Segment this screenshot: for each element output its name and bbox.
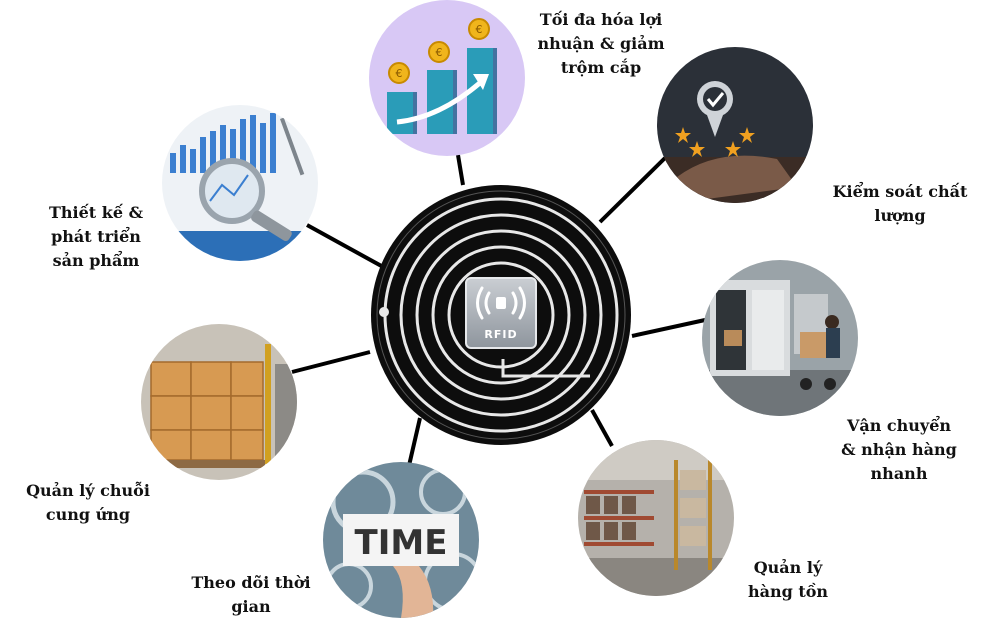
delivery-van-icon [702,260,858,416]
connector-shipping [631,318,706,338]
svg-text:€: € [436,46,443,59]
connector-inventory [590,409,614,447]
magnifier-chart-icon [162,105,318,261]
warehouse-icon [578,440,734,596]
node-inventory-image [578,440,734,596]
label-profit: Tối đa hóa lợi nhuận & giảm trộm cắp [537,10,665,77]
label-design: Thiết kế & phát triển sản phẩm [48,203,144,270]
euro-growth-chart-icon: € € € [369,0,525,156]
connector-quality [598,156,667,224]
svg-text:€: € [476,23,483,36]
connector-supply [291,350,371,374]
rfid-chip: RFID [465,277,537,349]
node-profit-image: € € € [369,0,525,156]
svg-text:€: € [396,67,403,80]
node-time-image: TIME [323,462,479,618]
label-shipping: Vận chuyển & nhận hàng nhanh [841,416,957,483]
label-inventory: Quản lý hàng tồn [747,558,829,601]
node-design-image [162,105,318,261]
node-shipping-image [702,260,858,416]
connector-profit [456,154,465,186]
boxes-pallet-icon [141,324,297,480]
rfid-chip-label: RFID [484,328,518,341]
quality-badge-icon [657,47,813,203]
connector-design [306,223,386,270]
label-time: Theo dõi thời gian [191,573,311,616]
rfid-hub: RFID [370,184,632,446]
connector-time [406,417,422,471]
time-card-icon: TIME [323,462,479,618]
svg-text:TIME: TIME [355,523,448,563]
label-supply: Quản lý chuỗi cung ứng [26,481,150,524]
node-quality-image [657,47,813,203]
rfid-wave-icon [476,286,526,320]
label-quality: Kiểm soát chất lượng [832,182,968,225]
node-supply-image [141,324,297,480]
